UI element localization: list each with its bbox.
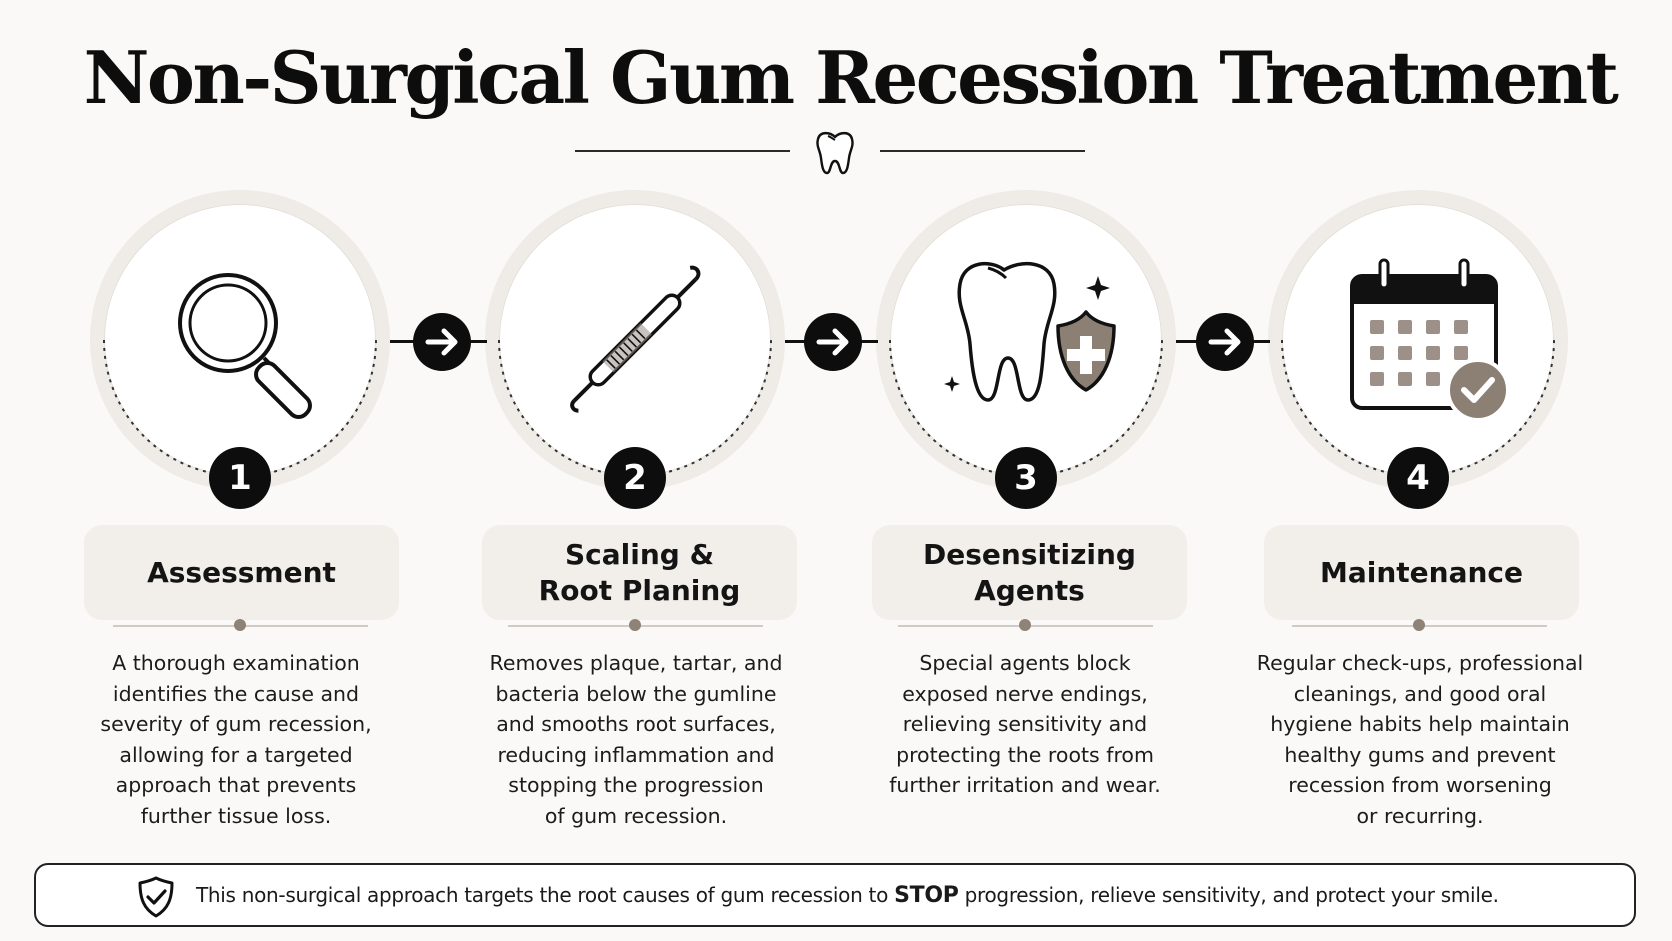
footer-emphasis: STOP bbox=[894, 883, 959, 908]
step-1-number: 1 bbox=[209, 447, 271, 509]
step-3-underline-dot bbox=[1019, 619, 1031, 631]
step-2-label: Scaling & Root Planing bbox=[482, 525, 797, 620]
step-2-description: Removes plaque, tartar, and bacteria bel… bbox=[489, 651, 783, 828]
step-3-label: Desensitizing Agents bbox=[872, 525, 1187, 620]
step-3-circle bbox=[876, 190, 1176, 490]
step-4-circle bbox=[1268, 190, 1568, 490]
step-2-circle bbox=[485, 190, 785, 490]
step-4-description: Regular check-ups, professional cleaning… bbox=[1256, 651, 1584, 828]
step-1-circle bbox=[90, 190, 390, 490]
shield-check-icon bbox=[138, 876, 174, 918]
tooth-icon bbox=[816, 131, 854, 175]
step-4-label: Maintenance bbox=[1264, 525, 1579, 620]
step-1-description: A thorough examination identifies the ca… bbox=[100, 651, 372, 828]
step-2-number: 2 bbox=[604, 447, 666, 509]
step-2-underline-dot bbox=[629, 619, 641, 631]
footer-text: This non-surgical approach targets the r… bbox=[196, 883, 1499, 908]
step-4-underline-dot bbox=[1413, 619, 1425, 631]
arrow-right-icon bbox=[413, 313, 471, 371]
arrow-right-icon bbox=[804, 313, 862, 371]
title-divider-left bbox=[575, 150, 790, 152]
dental-scaler-icon bbox=[570, 265, 701, 413]
footer-banner: This non-surgical approach targets the r… bbox=[34, 863, 1636, 927]
step-4-number: 4 bbox=[1387, 447, 1449, 509]
page-title: Non-Surgical Gum Recession Treatment bbox=[83, 35, 1619, 120]
step-3-description: Special agents block exposed nerve endin… bbox=[889, 651, 1161, 797]
step-3-number: 3 bbox=[995, 447, 1057, 509]
title-divider-right bbox=[880, 150, 1085, 152]
tooth-shield-icon bbox=[944, 262, 1116, 402]
calendar-check-icon bbox=[1350, 258, 1510, 422]
step-1-label: Assessment bbox=[84, 525, 399, 620]
arrow-right-icon bbox=[1196, 313, 1254, 371]
magnifying-glass-icon bbox=[178, 273, 312, 419]
step-1-underline-dot bbox=[234, 619, 246, 631]
